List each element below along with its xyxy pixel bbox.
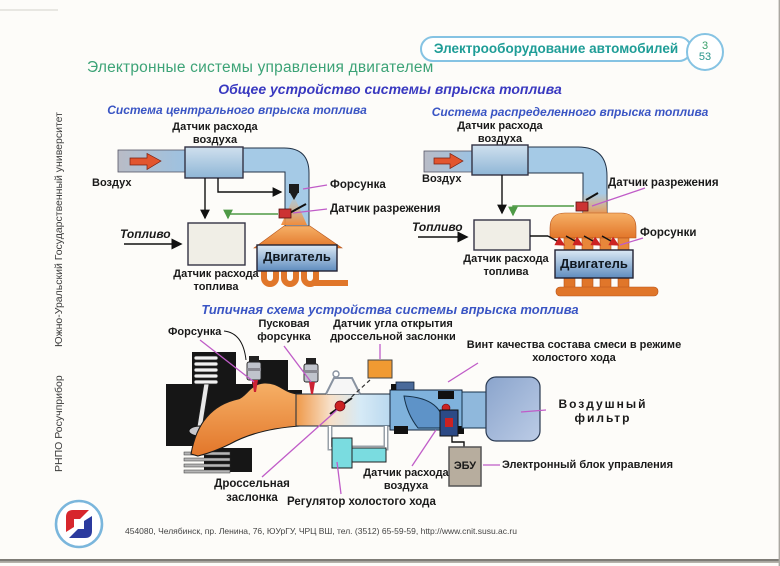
label-ecu: Электронный блок управления — [502, 459, 673, 471]
label-idle-mixture-screw: Винт качества состава смеси в режиме хол… — [466, 339, 682, 365]
label-air: Воздух — [422, 173, 462, 185]
pointer-lines — [591, 187, 646, 246]
label-cold-start-injector: Пусковая форсунка — [257, 318, 311, 344]
vacuum-sensor-icon — [575, 201, 589, 212]
ecu-box — [448, 446, 482, 487]
distributed-injection-diagram — [418, 144, 659, 297]
ecu-wire — [451, 436, 465, 447]
valve-and-spring — [188, 355, 219, 437]
air-flow-sensor-box — [471, 144, 529, 176]
label-air-filter: Воздушный фильтр — [558, 397, 648, 426]
label-injector: Форсунка — [330, 179, 386, 191]
pointer-lines — [199, 339, 547, 495]
label-fuel-flow-sensor: Датчик расхода топлива — [463, 253, 549, 279]
throttle-angle-sensor-box — [367, 359, 393, 379]
idle-regulator-icon — [331, 437, 387, 469]
vacuum-signal-line — [223, 209, 278, 220]
air-flow-sensor-assembly — [389, 381, 464, 437]
page-total: 53 — [698, 51, 712, 63]
throttle-linkage — [325, 377, 361, 395]
air-flow-sensor-box — [184, 146, 244, 179]
engine-box — [554, 249, 634, 279]
signal-lines — [124, 178, 283, 250]
fuel-flow-sensor-box — [473, 219, 531, 251]
signal-lines — [418, 175, 620, 246]
injector-icon — [246, 356, 262, 392]
injector-icon — [289, 184, 299, 193]
exhaust-pipes — [555, 277, 659, 297]
throttle-axis — [334, 400, 346, 412]
air-filter-box — [485, 376, 541, 442]
template-frame — [69, 49, 708, 523]
label-fuel-flow-sensor: Датчик расхода топлива — [173, 268, 259, 294]
page-title: Электронные системы управления двигателе… — [87, 59, 434, 76]
typical-diagram-caption: Типичная схема устройства системы впрыск… — [201, 302, 579, 317]
label-injectors: Форсунки — [640, 227, 697, 239]
logo-blue-shape — [69, 516, 92, 538]
label-vacuum-sensor: Датчик разрежения — [608, 177, 719, 189]
sidebar-org-text: РНПО Росучприбор — [53, 375, 65, 472]
label-vacuum-sensor: Датчик разрежения — [330, 203, 441, 215]
intake-manifold — [253, 225, 343, 249]
intake-plenum — [549, 212, 637, 239]
label-engine: Двигатель — [263, 249, 331, 264]
logo-red-shape — [66, 510, 89, 532]
label-air-flow-sensor: Датчик расхода воздуха — [172, 121, 258, 147]
injector-wire — [223, 330, 247, 361]
exhaust-pipes — [261, 270, 348, 287]
pointer-lines — [292, 184, 328, 214]
label-fuel: Топливо — [412, 220, 463, 234]
page-number-badge: 3 53 — [686, 33, 724, 71]
engine-box — [256, 244, 338, 272]
fuel-flow-sensor-box — [187, 222, 246, 266]
label-air-flow-sensor: Датчик расхода воздуха — [457, 120, 543, 146]
central-diagram-caption: Система центрального впрыска топлива — [107, 103, 367, 117]
label-fuel: Топливо — [120, 227, 171, 241]
air-arrow-icon — [433, 152, 464, 170]
dashed-link — [345, 379, 371, 403]
university-logo — [54, 499, 104, 549]
label-idle-regulator: Регулятор холостого хода — [287, 496, 436, 508]
intake-runner — [190, 382, 301, 457]
label-injector: Форсунка — [168, 326, 222, 338]
label-ecu-abbr: ЭБУ — [453, 460, 477, 472]
label-air-flow-sensor: Датчик расхода воздуха — [363, 467, 449, 493]
page-number: 3 — [701, 39, 709, 52]
label-engine: Двигатель — [560, 256, 628, 271]
filter-coupler — [461, 391, 487, 429]
footer-address: 454080, Челябинск, пр. Ленина, 76, ЮУрГУ… — [125, 526, 517, 536]
page-subtitle: Общее устройство системы впрыска топлива — [218, 81, 562, 97]
typical-system-diagram — [166, 330, 547, 495]
air-arrow-icon — [129, 152, 162, 171]
course-title-pill: Электрооборудование автомобилей — [420, 36, 692, 62]
central-injection-diagram — [117, 146, 348, 287]
vacuum-signal-line — [508, 205, 574, 217]
distributed-diagram-caption: Система распределенного впрыска топлива — [431, 105, 709, 119]
sidebar-university-text: Южно-Уральский Государственный университ… — [53, 112, 65, 347]
label-throttle-angle-sensor: Датчик угла открытия дроссельной заслонк… — [330, 318, 456, 344]
vacuum-sensor-icon — [278, 208, 292, 219]
label-air: Воздух — [92, 177, 132, 189]
label-throttle-valve: Дроссельная заслонка — [214, 478, 290, 504]
